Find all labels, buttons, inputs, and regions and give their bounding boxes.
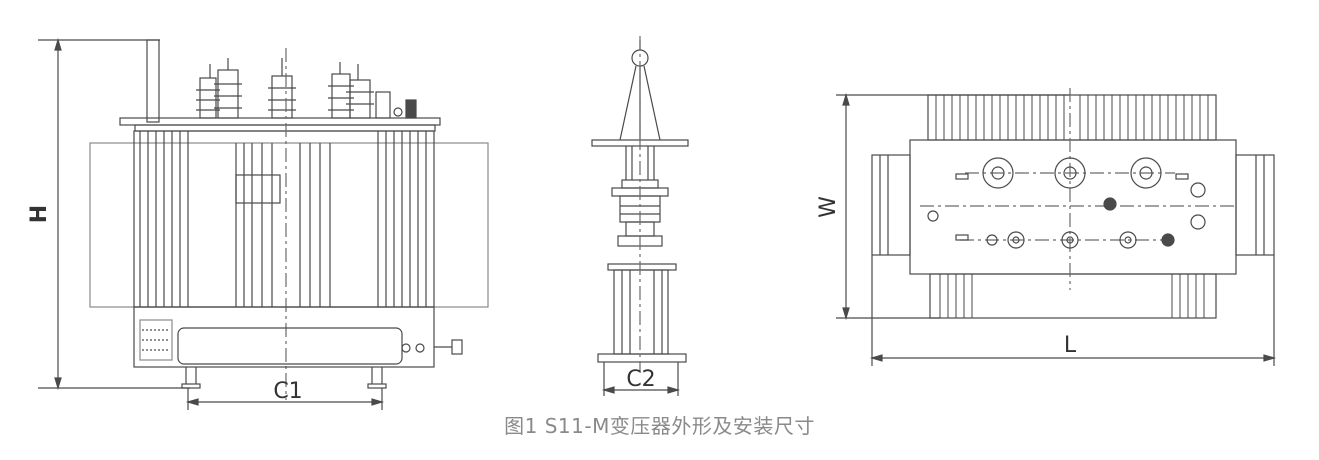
w-label: W: [816, 196, 841, 218]
tank-body: [89, 48, 489, 400]
c2-label: C2: [626, 367, 655, 392]
side-view: C2: [591, 36, 689, 396]
cover-flange: [134, 124, 436, 132]
cover-plate: [119, 117, 441, 126]
front-view: H: [27, 37, 489, 410]
top-view: W: [816, 88, 1277, 366]
tank-base: [133, 306, 463, 389]
figure-caption: 图1 S11-M变压器外形及安装尺寸: [504, 414, 815, 438]
c1-dimension: C1: [185, 379, 385, 410]
l-dimension: L: [869, 255, 1277, 366]
c1-label: C1: [273, 379, 302, 404]
l-label: L: [1064, 333, 1077, 358]
c2-dimension: C2: [601, 362, 681, 396]
h-label: H: [27, 205, 52, 223]
h-dimension: H: [27, 37, 190, 391]
hv-bushings: [196, 58, 417, 119]
conservator-pipe: [146, 39, 160, 123]
